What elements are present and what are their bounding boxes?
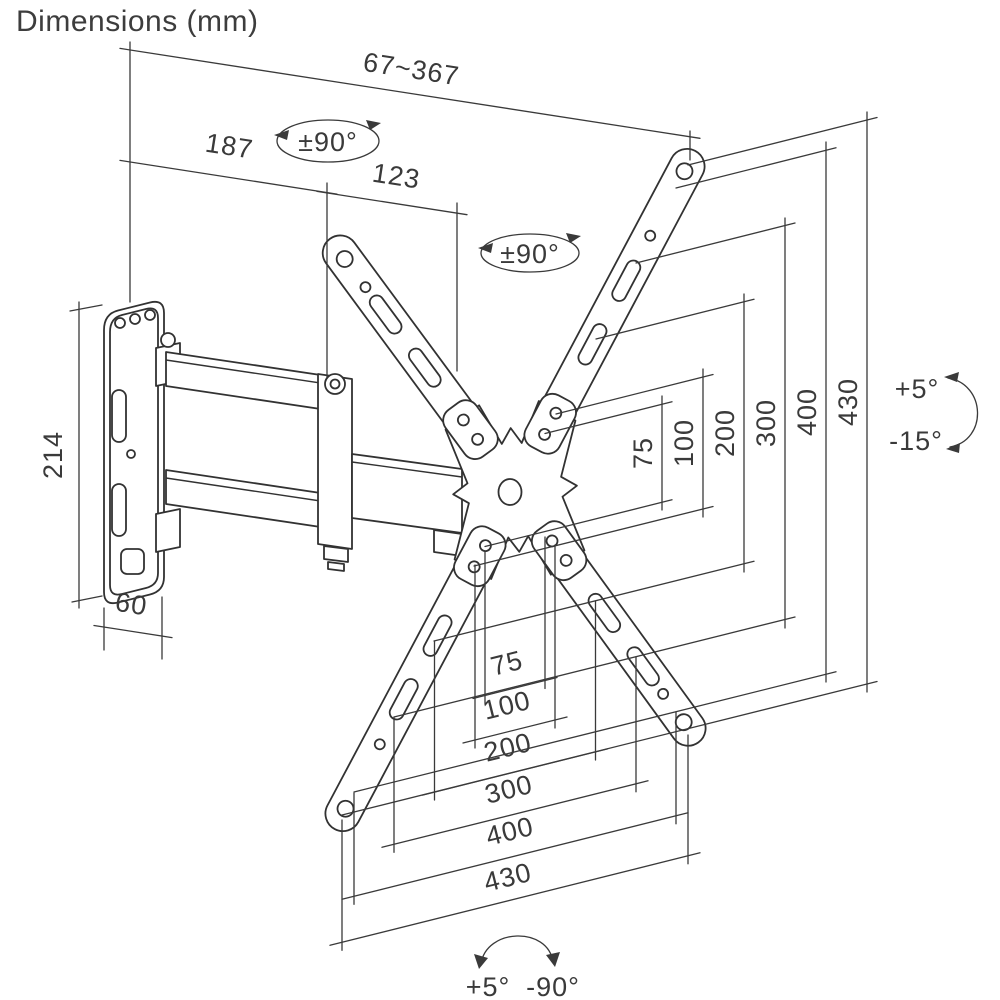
level-rotation-indicator: +5° -90° xyxy=(466,935,580,1000)
plate-slot xyxy=(111,389,127,443)
swivel-indicator-tv: ±90° xyxy=(478,233,581,273)
elbow-joint xyxy=(317,373,353,550)
vesa-horizontal-400-label: 400 xyxy=(483,811,537,852)
hinge-knuckle-bottom xyxy=(155,508,181,553)
vesa-vertical-300-label: 300 xyxy=(751,399,781,447)
dimension-lines-vesa-horizontal xyxy=(329,536,701,951)
vesa-horizontal-200-label: 200 xyxy=(481,727,535,768)
hinge-bolt xyxy=(160,332,176,348)
wall-plate xyxy=(103,300,181,605)
dim-plate-height-label: 214 xyxy=(38,431,68,479)
swivel-tv-label: ±90° xyxy=(500,239,560,269)
page-title: Dimensions (mm) xyxy=(16,5,259,38)
plate-pin-hole xyxy=(126,449,136,459)
vesa-horizontal-100-label: 100 xyxy=(480,685,534,726)
dim-arm-section2-label: 123 xyxy=(370,158,422,195)
rotation-arrow-icon xyxy=(366,120,381,130)
rotation-arrow-icon xyxy=(478,243,493,253)
level-rotation-ccw-label: -90° xyxy=(526,972,580,1000)
plate-slot xyxy=(111,483,127,537)
level-rotation-cw-label: +5° xyxy=(466,972,511,1000)
tilt-arrow-icon xyxy=(946,443,960,453)
tilt-indicator: +5° -15° xyxy=(889,372,979,456)
dim-extension-range-label: 67~367 xyxy=(361,47,461,91)
vesa-vertical-75-label: 75 xyxy=(628,437,658,469)
vesa-vertical-100-label: 100 xyxy=(669,419,699,467)
plate-screw-hole xyxy=(144,309,156,321)
tilt-up-label: +5° xyxy=(895,374,940,404)
rotation-arrow-icon xyxy=(474,954,488,969)
articulating-arm xyxy=(165,351,477,572)
dim-plate-width-label: 60 xyxy=(113,587,149,622)
dimension-lines-wall-plate xyxy=(69,301,173,660)
vesa-arm-pads xyxy=(442,392,588,588)
center-hole xyxy=(497,478,523,506)
rotation-arrow-icon xyxy=(546,952,560,967)
vesa-vertical-400-label: 400 xyxy=(792,388,822,436)
elbow-nut xyxy=(323,545,349,563)
arm-second-section xyxy=(351,453,463,534)
vesa-arm-lower-left xyxy=(324,527,504,833)
rotation-arrow-icon xyxy=(274,130,289,140)
dimension-lines-depth xyxy=(119,41,701,378)
vesa-horizontal-75-label: 75 xyxy=(488,645,526,682)
plate-screw-hole xyxy=(114,317,126,329)
vesa-vertical-200-label: 200 xyxy=(710,409,740,457)
tilt-down-label: -15° xyxy=(889,426,943,456)
plate-bottom-hole xyxy=(120,548,145,575)
dim-arm-section1-label: 187 xyxy=(203,128,255,165)
plate-screw-hole xyxy=(129,313,141,325)
vesa-horizontal-300-label: 300 xyxy=(482,769,536,810)
vesa-vertical-430-label: 430 xyxy=(833,378,863,426)
swivel-indicator-wall: ±90° xyxy=(274,119,381,163)
tilt-arrow-icon xyxy=(944,372,959,382)
rotation-arrow-icon xyxy=(566,233,581,243)
swivel-wall-label: ±90° xyxy=(298,127,358,157)
